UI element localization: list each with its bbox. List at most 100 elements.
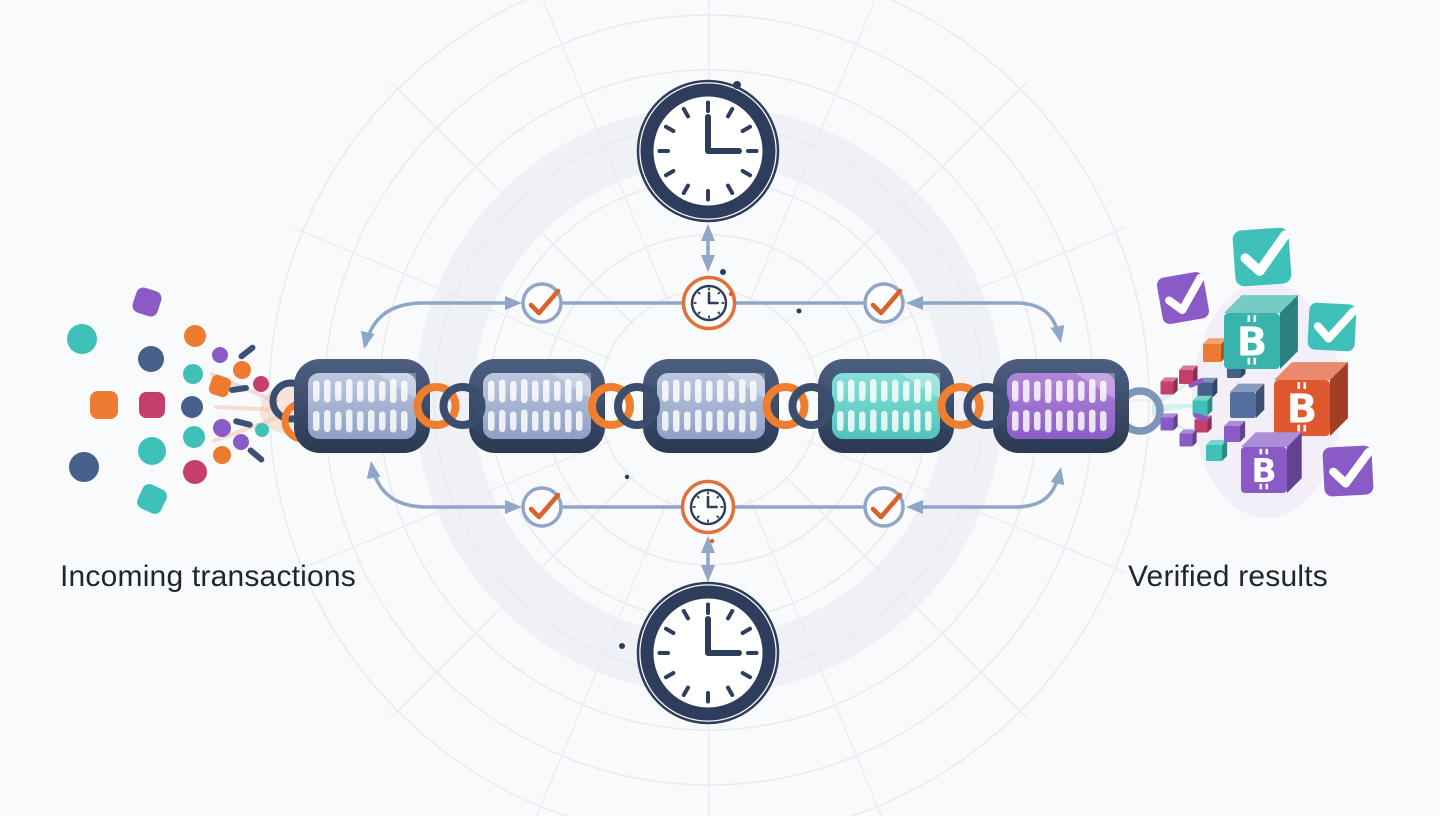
flow-arrowhead [366, 461, 381, 479]
data-bar [684, 411, 691, 431]
data-bar [684, 381, 691, 401]
verified-check-icon [1156, 271, 1210, 325]
transaction-shape-square [139, 392, 165, 418]
incoming-transaction-shapes [67, 287, 269, 514]
data-cube-icon [1160, 413, 1178, 431]
data-bar [728, 411, 735, 431]
data-bar [695, 409, 702, 433]
data-bar [488, 380, 495, 402]
verified-results-label: Verified results [1128, 560, 1328, 593]
transaction-dash [247, 447, 265, 463]
flow-arrowhead [361, 330, 375, 349]
data-bar [499, 410, 506, 432]
checkpoint-icon-4 [863, 486, 905, 528]
flow-arrowhead [505, 500, 522, 514]
data-bar [1012, 411, 1019, 431]
data-bar [357, 411, 364, 431]
data-bar [313, 411, 320, 431]
clock-icon-bottom [636, 581, 780, 725]
data-bar [1089, 379, 1096, 403]
data-bar [837, 411, 844, 431]
accent-dot [720, 269, 726, 275]
data-bar [914, 379, 921, 403]
transaction-shape-circle [67, 324, 97, 354]
flow-arrowhead [906, 296, 923, 310]
transaction-dash [229, 385, 249, 393]
data-bar [1023, 410, 1030, 432]
flow-arrowhead [701, 224, 715, 241]
transaction-shape-circle [183, 460, 207, 484]
transaction-shape-circle [138, 346, 164, 372]
chain-links [413, 383, 1010, 429]
transaction-shape-circle [138, 437, 166, 465]
clock-icon-top [636, 79, 780, 223]
data-bar [488, 411, 495, 431]
data-bar [346, 409, 353, 433]
data-bar [510, 381, 517, 401]
flow-arrowhead [701, 565, 715, 582]
result-dash [1188, 378, 1204, 388]
data-bar [914, 409, 921, 433]
data-bar [903, 411, 910, 431]
chain-block-4 [818, 359, 954, 453]
data-bar [1056, 380, 1063, 402]
transaction-shape-circle [255, 423, 269, 437]
data-bar [346, 379, 353, 403]
accent-dot [709, 538, 715, 544]
data-bar [903, 381, 910, 401]
data-cube-icon [1224, 420, 1246, 442]
data-bar [565, 379, 572, 403]
data-bar [313, 380, 320, 402]
transaction-dash [233, 418, 253, 428]
data-cube-icon [1179, 365, 1198, 384]
data-bar [870, 379, 877, 403]
checkpoint-icon-2 [863, 282, 905, 324]
data-bar [1056, 411, 1063, 431]
data-bar [335, 381, 342, 401]
data-bar [554, 381, 561, 401]
clocks [636, 79, 780, 725]
data-bar [510, 411, 517, 431]
data-bar [925, 411, 932, 431]
data-bar [532, 411, 539, 431]
flow-arrowhead [701, 536, 715, 553]
data-cube-icon [1160, 377, 1178, 395]
verified-check-icon [1232, 227, 1292, 287]
transaction-shape-square [132, 287, 162, 317]
chain-link-orange-icon [937, 383, 984, 429]
data-bar [532, 380, 539, 402]
verified-results-cluster: BBB [1156, 227, 1374, 497]
flow-arrowhead [1050, 467, 1065, 486]
data-bar [576, 411, 583, 431]
bitcoin-cube-icon: B [1241, 432, 1302, 493]
accent-dot [733, 81, 741, 89]
blockchain-blocks [294, 359, 1129, 453]
timer-icon-top [681, 275, 737, 331]
data-bar [565, 409, 572, 433]
chain-link-orange-icon [588, 383, 634, 429]
accent-dot [728, 291, 734, 297]
data-bar [1045, 409, 1052, 433]
bitcoin-cube-icon: B [1224, 295, 1298, 369]
flow-arrowhead [906, 500, 923, 514]
data-bar [401, 411, 408, 431]
data-bar [739, 379, 746, 403]
svg-text:B: B [1251, 451, 1276, 490]
data-bar [750, 411, 757, 431]
data-bar [717, 379, 724, 403]
data-bar [848, 410, 855, 432]
data-bar [1023, 379, 1030, 403]
transaction-shape-circle [183, 364, 203, 384]
data-bar [925, 380, 932, 402]
data-bar [739, 409, 746, 433]
data-bar [379, 411, 386, 431]
data-bar [1089, 409, 1096, 433]
transaction-shape-circle [212, 347, 228, 363]
data-bar [521, 379, 528, 403]
transaction-shape-square [137, 484, 167, 514]
data-bar [1012, 380, 1019, 402]
data-bar [390, 409, 397, 433]
data-bar [881, 411, 888, 431]
transaction-shape-circle [183, 426, 205, 448]
